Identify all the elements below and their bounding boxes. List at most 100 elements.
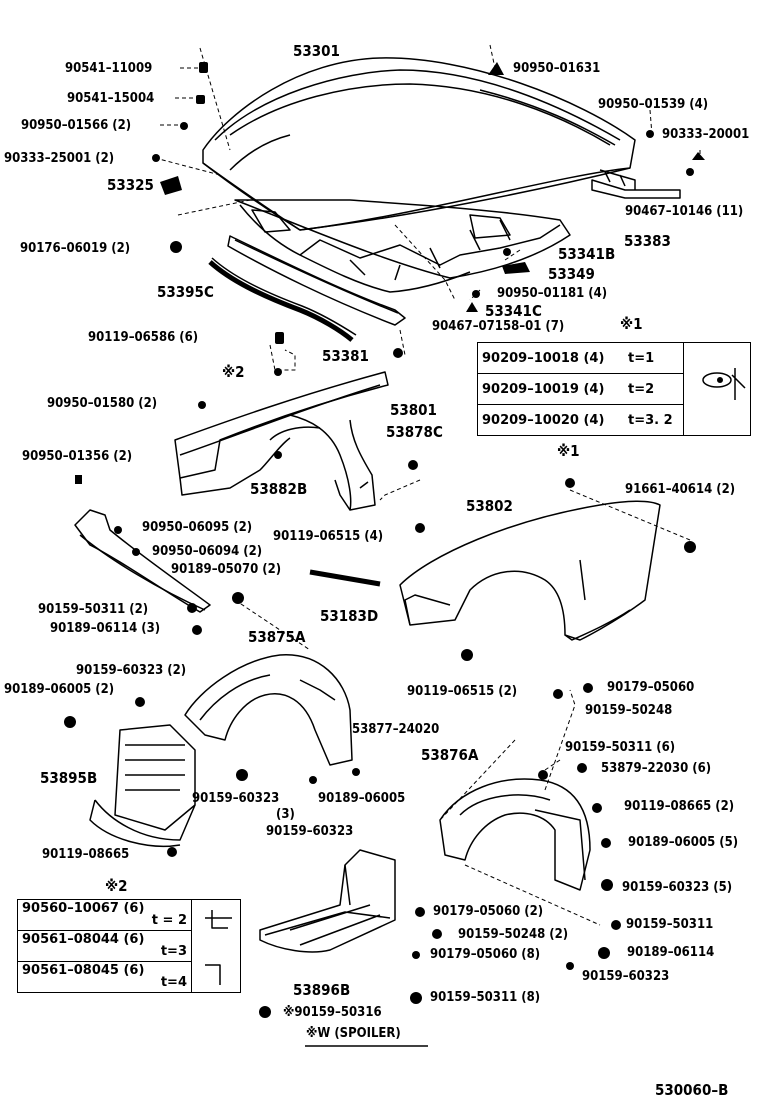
part-label: 90159–50311 (6): [565, 740, 676, 755]
part-label: 90159–60323: [192, 791, 280, 806]
part-label: 90179–05060 (2): [433, 904, 544, 919]
part-label: 91661–40614 (2): [625, 482, 736, 497]
rear-liner-part: [439, 778, 591, 891]
table-row: 90560–10067 (6) t = 2: [17, 899, 241, 993]
part-label: 90950–01539 (4): [598, 97, 709, 112]
part-label: 90119–08665 (2): [624, 799, 735, 814]
part-label: 53802: [466, 497, 513, 515]
part-label: 90119–06515 (4): [273, 529, 384, 544]
part-label: 90159–50311 (8): [430, 990, 541, 1005]
table-part: 90561–08045 (6): [22, 963, 145, 978]
table-cell: t=3. 2: [624, 404, 684, 436]
part-label: 90950–01580 (2): [47, 396, 158, 411]
table-cell: 90209–10020 (4): [477, 404, 624, 436]
part-label: 90159–60323 (5): [622, 880, 733, 895]
part-label: 90189–06005 (5): [628, 835, 739, 850]
part-label: 90333–20001: [662, 127, 750, 142]
table-row: 90561–08045 (6) t=4: [17, 961, 241, 993]
part-label: 90467–10146 (11): [625, 204, 744, 219]
part-label: 53183D: [320, 607, 379, 625]
part-label: 90179–05060 (8): [430, 947, 541, 962]
part-label: 90189–06114: [627, 945, 715, 960]
part-label: 90950–01356 (2): [22, 449, 133, 464]
table-part: 90561–08044 (6): [22, 932, 145, 947]
part-label: 90159–50311: [626, 917, 714, 932]
table-cell: t=2: [624, 373, 684, 405]
part-label: 90159–60323: [266, 824, 354, 839]
part-label: ※2: [105, 877, 128, 895]
part-label: 53896B: [293, 981, 351, 999]
part-label: 90541–15004: [67, 91, 155, 106]
part-label: 90950–06094 (2): [152, 544, 263, 559]
part-label: 90119–08665: [42, 847, 130, 862]
table-cell: t=1: [624, 342, 684, 374]
part-label: 53349: [548, 265, 595, 283]
spec-table-1: 90209–10018 (4) t=1 90209–10019 (4) t=2 …: [477, 342, 751, 436]
spoiler-note: ※W (SPOILER): [306, 1026, 401, 1041]
part-label: 90950–01181 (4): [497, 286, 608, 301]
part-label: 90333–25001 (2): [4, 151, 115, 166]
part-label: 53341C: [485, 302, 542, 320]
part-label: 53875A: [248, 628, 306, 646]
part-label: ※1: [620, 315, 643, 333]
part-label: 90159–60323 (2): [76, 663, 187, 678]
part-label: 90189–06005: [318, 791, 406, 806]
part-label: 90950–01631: [513, 61, 601, 76]
table-row: 90561–08044 (6) t=3: [17, 930, 241, 962]
side-splash-part: [89, 724, 196, 847]
part-label: 90189–06005 (2): [4, 682, 115, 697]
table-thickness: t = 2: [151, 913, 187, 928]
part-label: 90159–50248: [585, 703, 673, 718]
part-label: 53383: [624, 232, 671, 250]
part-label: 90467–07158–01 (7): [432, 319, 565, 334]
part-label: 53395C: [157, 283, 214, 301]
part-label: 90119–06586 (6): [88, 330, 199, 345]
table-thickness: t=3: [160, 944, 187, 959]
table-cell: 90561–08045 (6) t=4: [17, 961, 192, 993]
part-label: ※1: [557, 442, 580, 460]
part-label: 90159–60323: [582, 969, 670, 984]
part-label: 53801: [390, 401, 437, 419]
part-label: 90179–05060: [607, 680, 695, 695]
table-cell: 90561–08044 (6) t=3: [17, 930, 192, 962]
part-label: 90950–06095 (2): [142, 520, 253, 535]
fender-apron-part: [174, 371, 389, 511]
table-thickness: t=4: [160, 975, 187, 990]
part-label: ※2: [222, 363, 245, 381]
part-label: 90159–50248 (2): [458, 927, 569, 942]
part-label: 53882B: [250, 480, 308, 498]
part-label: 90159–50311 (2): [38, 602, 149, 617]
part-label: 53301: [293, 42, 340, 60]
table-cell: [683, 342, 751, 436]
hood-inner-frame: [234, 199, 571, 293]
front-liner-part: [184, 654, 353, 766]
part-label: 53877–24020: [352, 722, 440, 737]
part-label: 53381: [322, 347, 369, 365]
part-label: 53876A: [421, 746, 479, 764]
table-cell: 90209–10019 (4): [477, 373, 624, 405]
part-label: 53895B: [40, 769, 98, 787]
diagram-code: 530060–B: [655, 1081, 729, 1099]
under-cover-part: [259, 849, 396, 953]
part-label: 90541–11009: [65, 61, 153, 76]
part-label: 90176–06019 (2): [20, 241, 131, 256]
part-label: 53341B: [558, 245, 616, 263]
table-cell: 90209–10018 (4): [477, 342, 624, 374]
part-label: 90189–06114 (3): [50, 621, 161, 636]
part-label: 90119–06515 (2): [407, 684, 518, 699]
part-label: ※90159–50316: [283, 1005, 382, 1020]
table-cell: 90560–10067 (6) t = 2: [17, 899, 192, 931]
part-label: (3): [276, 807, 295, 822]
table-row: 90209–10020 (4) t=3. 2: [477, 404, 751, 436]
hood-part: [202, 57, 636, 231]
part-label: 53878C: [386, 423, 443, 441]
part-label: 90189–05070 (2): [171, 562, 282, 577]
part-label: 90950–01566 (2): [21, 118, 132, 133]
part-label: 53325: [107, 176, 154, 194]
table-cell: [191, 899, 241, 993]
spec-table-2: 90560–10067 (6) t = 2 90561–08044 (6) t=…: [17, 899, 241, 993]
front-fender-part: [399, 500, 661, 641]
part-label: 53879–22030 (6): [601, 761, 712, 776]
table-part: 90560–10067 (6): [22, 901, 145, 916]
